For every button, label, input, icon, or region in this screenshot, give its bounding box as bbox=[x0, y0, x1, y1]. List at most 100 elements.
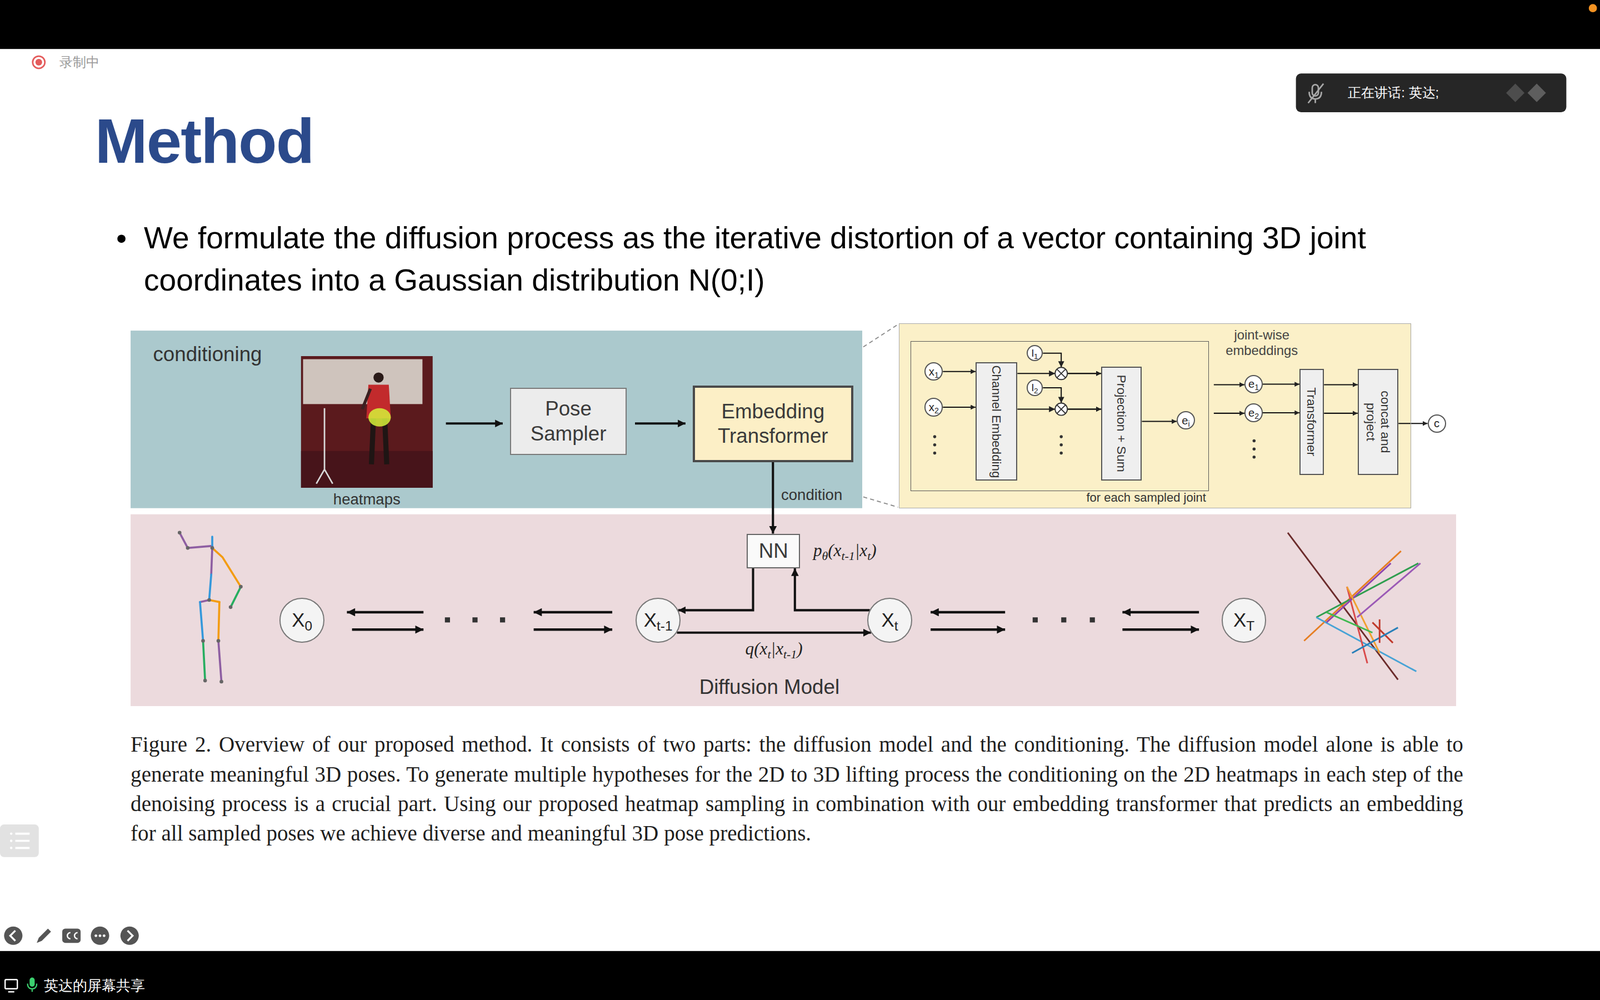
noise-pose bbox=[1287, 532, 1421, 680]
text-part: |x bbox=[855, 540, 868, 560]
slide-title-holder: Method bbox=[95, 109, 314, 173]
noise-pose bbox=[1378, 619, 1381, 643]
diffusion-double-arrows bbox=[533, 628, 613, 632]
connector-arrow bbox=[942, 371, 976, 373]
embedding-circle: ei bbox=[1176, 411, 1195, 430]
edge-label: q(xt|xt-1) bbox=[745, 638, 803, 659]
text-part: 2 bbox=[1254, 411, 1259, 421]
text-part: 0 bbox=[305, 618, 313, 634]
bullet-text: We formulate the diffusion process as th… bbox=[143, 217, 1471, 302]
diffusion-double-arrows bbox=[930, 611, 1005, 614]
slide-controls bbox=[90, 926, 109, 945]
heading-holder: joint-wise embeddings bbox=[1215, 327, 1309, 359]
process-box: Embedding Transformer bbox=[692, 385, 854, 463]
heading-text: heatmaps bbox=[290, 490, 443, 509]
pose-skeleton bbox=[201, 638, 205, 643]
heading-text: for each sampled joint bbox=[1086, 491, 1207, 504]
state-circle: XT bbox=[1221, 597, 1267, 643]
vertical-ellipsis bbox=[1252, 439, 1257, 443]
connector-arrow bbox=[1042, 387, 1102, 409]
heading-text: conditioning bbox=[153, 342, 263, 367]
text-part: x bbox=[928, 365, 935, 378]
small-arrow-heads bbox=[1048, 361, 1065, 413]
slide-controls bbox=[67, 932, 78, 939]
heading-holder: Diffusion Model bbox=[565, 675, 974, 699]
circle-label: c bbox=[1433, 417, 1440, 429]
text-part: X bbox=[1233, 608, 1247, 631]
bullet-dot bbox=[117, 234, 126, 243]
slide-title: Method bbox=[95, 109, 314, 173]
noise-pose bbox=[1326, 612, 1373, 633]
pose-skeleton bbox=[210, 546, 215, 550]
slide-controls bbox=[102, 934, 106, 938]
noise-pose bbox=[1357, 563, 1421, 618]
pose-skeleton bbox=[216, 638, 221, 643]
circle-label: l1 bbox=[1031, 347, 1039, 359]
small-arrow-heads bbox=[1048, 406, 1055, 413]
math-label: pθ(xt-1|xt) bbox=[813, 540, 877, 561]
connector-arrow bbox=[1262, 383, 1300, 385]
noise-pose bbox=[1346, 586, 1380, 653]
embedding-circle: l1 bbox=[1026, 345, 1043, 362]
text-part: t bbox=[767, 647, 771, 661]
heading-text: 英达的屏幕共享 bbox=[43, 977, 145, 995]
box-label: Embedding Transformer bbox=[695, 399, 852, 449]
process-box: Transformer bbox=[1299, 368, 1324, 475]
text-part: t bbox=[867, 549, 871, 563]
share-bar-icons bbox=[5, 979, 18, 989]
text-part: |x bbox=[771, 638, 784, 659]
multiply-symbol bbox=[1056, 405, 1065, 414]
pose-skeleton bbox=[218, 602, 220, 642]
share-bar-icons bbox=[29, 977, 35, 988]
circle-label: Xt bbox=[881, 610, 899, 630]
share-bar-icons bbox=[5, 977, 37, 993]
heatmap-photo bbox=[368, 408, 391, 427]
ellipsis-dots bbox=[445, 617, 1095, 623]
heatmap-photo bbox=[301, 451, 433, 488]
edge-label: condition bbox=[781, 486, 843, 504]
heading-text: Diffusion Model bbox=[565, 675, 974, 699]
sidebar-button bbox=[0, 824, 39, 858]
embedding-circle: e2 bbox=[1244, 403, 1263, 422]
text-part: X bbox=[291, 608, 305, 631]
window-bars bbox=[1588, 3, 1598, 13]
text-part: θ bbox=[821, 549, 828, 563]
diffusion-double-arrows bbox=[352, 628, 424, 632]
noise-pose bbox=[1287, 532, 1398, 680]
connector-arrow bbox=[446, 422, 503, 425]
conditioning-fill bbox=[130, 330, 863, 509]
process-box: concat and project bbox=[1357, 368, 1399, 475]
text-part: t bbox=[894, 618, 899, 634]
pose-skeleton bbox=[228, 605, 233, 610]
diffusion-double-arrows bbox=[1122, 611, 1199, 614]
recording-status: 录制中 bbox=[59, 54, 100, 70]
slide-controls bbox=[36, 928, 52, 943]
multiply-symbol bbox=[1056, 369, 1065, 378]
speaker-pill-graphic bbox=[1527, 83, 1547, 103]
text-part: 1 bbox=[1254, 383, 1259, 393]
vertical-ellipsis bbox=[1252, 447, 1257, 451]
text-part: l bbox=[1031, 347, 1034, 359]
text-part: 1 bbox=[1033, 352, 1039, 361]
pose-skeleton bbox=[207, 598, 212, 603]
heatmap-photo bbox=[373, 372, 384, 383]
circle-label: e1 bbox=[1248, 378, 1259, 390]
vertical-ellipsis bbox=[1059, 451, 1063, 455]
heading-text: joint-wise embeddings bbox=[1215, 327, 1309, 359]
vertical-ellipsis bbox=[933, 451, 937, 455]
circle-label: XT bbox=[1233, 610, 1255, 630]
heatmap-photo bbox=[362, 388, 371, 410]
vertical-ellipsis bbox=[1252, 455, 1257, 459]
ellipsis-dots bbox=[1032, 617, 1038, 623]
text-part: ) bbox=[870, 540, 877, 560]
noise-pose bbox=[1352, 627, 1399, 654]
text-part: t-1 bbox=[841, 549, 855, 563]
state-circle: X0 bbox=[279, 597, 325, 643]
math-label-holder: pθ(xt-1|xt) bbox=[813, 540, 877, 561]
heatmap-photo bbox=[301, 356, 433, 488]
text-part: (x bbox=[827, 540, 842, 560]
ellipsis-dots bbox=[472, 617, 478, 623]
heading-holder: 英达的屏幕共享 bbox=[43, 977, 145, 995]
